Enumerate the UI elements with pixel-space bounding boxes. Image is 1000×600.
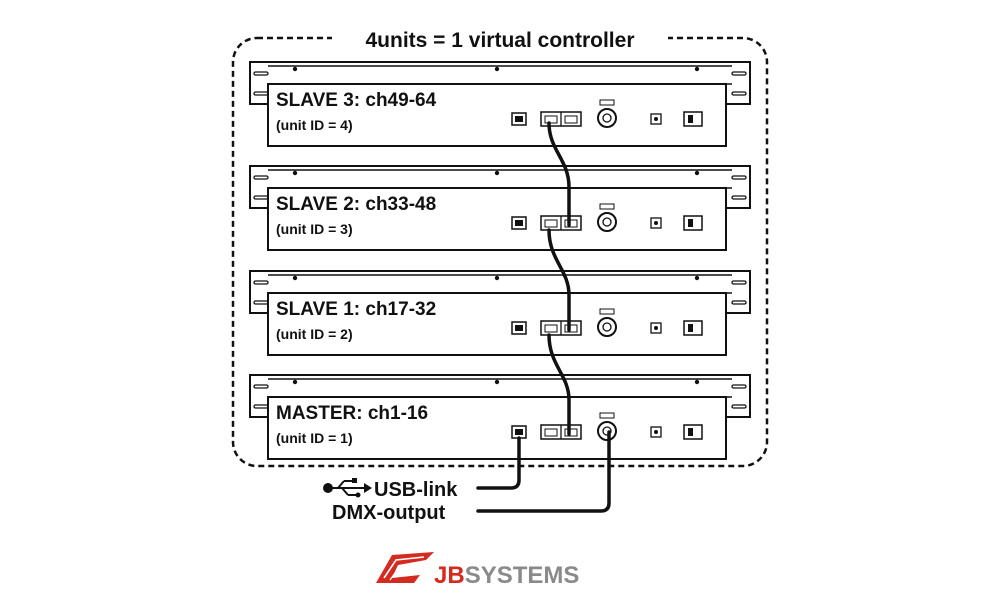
screw — [292, 170, 298, 176]
brand-systems: SYSTEMS — [465, 562, 580, 589]
usb-port-inner — [515, 116, 523, 122]
link-port-out — [564, 324, 578, 333]
power-jack-pin — [654, 326, 658, 330]
unit-name-slave3: SLAVE 3: ch49-64 — [276, 90, 437, 111]
ear-slot — [731, 91, 747, 96]
ear-slot — [731, 384, 747, 389]
dmx-connector-inner — [602, 217, 612, 227]
screw — [292, 379, 298, 385]
output-cables — [476, 430, 611, 513]
screw — [694, 66, 700, 72]
ear-slot — [731, 175, 747, 180]
title-backdrop — [332, 26, 668, 52]
usb-link-label: USB-link — [374, 479, 458, 501]
ear-slot — [731, 195, 747, 200]
unit-name-slave2: SLAVE 2: ch33-48 — [276, 194, 436, 215]
ear-slot — [731, 71, 747, 76]
screw — [292, 66, 298, 72]
ear-slot — [253, 404, 269, 409]
controller-unit-master: MASTER: ch1-16 (unit ID = 1) — [249, 374, 751, 460]
screw — [494, 170, 500, 176]
screw — [494, 275, 500, 281]
power-jack-pin — [654, 430, 658, 434]
ear-slot — [253, 175, 269, 180]
ear-slot — [253, 91, 269, 96]
ear-slot — [731, 280, 747, 285]
controller-unit-slave2: SLAVE 2: ch33-48 (unit ID = 3) — [249, 165, 751, 251]
power-jack-pin — [654, 221, 658, 225]
usb-port-inner — [515, 429, 523, 435]
ear-slot — [731, 404, 747, 409]
link-port-in — [544, 219, 558, 228]
screw — [694, 170, 700, 176]
usb-cable — [476, 436, 521, 490]
power-switch-rocker — [688, 324, 693, 332]
screw — [694, 275, 700, 281]
link-port-out — [564, 428, 578, 437]
screw — [494, 379, 500, 385]
usb-port-inner — [515, 325, 523, 331]
link-cables — [547, 121, 571, 436]
dmx-output-label: DMX-output — [332, 502, 446, 524]
unit-id-slave1: (unit ID = 2) — [276, 326, 353, 342]
link-cable-slave2-slave1 — [547, 228, 571, 332]
unit-body — [267, 187, 727, 251]
screw — [494, 66, 500, 72]
ear-slot — [253, 300, 269, 305]
unit-body — [267, 396, 727, 460]
dmx-latch — [599, 203, 615, 210]
dmx-connector-inner — [602, 322, 612, 332]
brand-wordmark: JBSYSTEMS — [434, 562, 579, 589]
frame-title: 4units = 1 virtual controller — [366, 29, 635, 52]
ear-slot — [731, 300, 747, 305]
controller-unit-slave3: SLAVE 3: ch49-64 (unit ID = 4) — [249, 61, 751, 147]
unit-id-slave2: (unit ID = 3) — [276, 221, 353, 237]
unit-name-master: MASTER: ch1-16 — [276, 403, 428, 424]
power-jack-pin — [654, 117, 658, 121]
link-port-in — [544, 428, 558, 437]
dmx-cable — [476, 430, 611, 513]
power-switch-rocker — [688, 219, 693, 227]
dmx-latch — [599, 99, 615, 106]
link-cable-slave3-slave2 — [547, 121, 571, 227]
ear-slot — [253, 384, 269, 389]
power-switch-rocker — [688, 115, 693, 123]
ear-slot — [253, 280, 269, 285]
unit-body — [267, 292, 727, 356]
controller-unit-slave1: SLAVE 1: ch17-32 (unit ID = 2) — [249, 270, 751, 356]
link-cable-slave1-master — [547, 333, 571, 436]
power-switch-rocker — [688, 428, 693, 436]
dmx-connector-inner — [602, 113, 612, 123]
screw — [694, 379, 700, 385]
brand-jb: JB — [434, 562, 465, 589]
dmx-latch — [599, 308, 615, 315]
ear-slot — [253, 71, 269, 76]
usb-icon — [323, 478, 372, 498]
jbsystems-logo-icon — [376, 552, 434, 583]
usb-port-inner — [515, 220, 523, 226]
unit-name-slave1: SLAVE 1: ch17-32 — [276, 299, 436, 320]
link-port-out — [564, 115, 578, 124]
link-port-in — [544, 324, 558, 333]
ear-slot — [253, 195, 269, 200]
controller-units: SLAVE 3: ch49-64 (unit ID = 4) SLAVE 2: ch… — [249, 61, 751, 460]
unit-id-master: (unit ID = 1) — [276, 430, 353, 446]
dmx-latch — [599, 412, 615, 419]
link-port-out — [564, 219, 578, 228]
unit-body — [267, 83, 727, 147]
unit-id-slave3: (unit ID = 4) — [276, 117, 353, 133]
screw — [292, 275, 298, 281]
link-port-in — [544, 115, 558, 124]
